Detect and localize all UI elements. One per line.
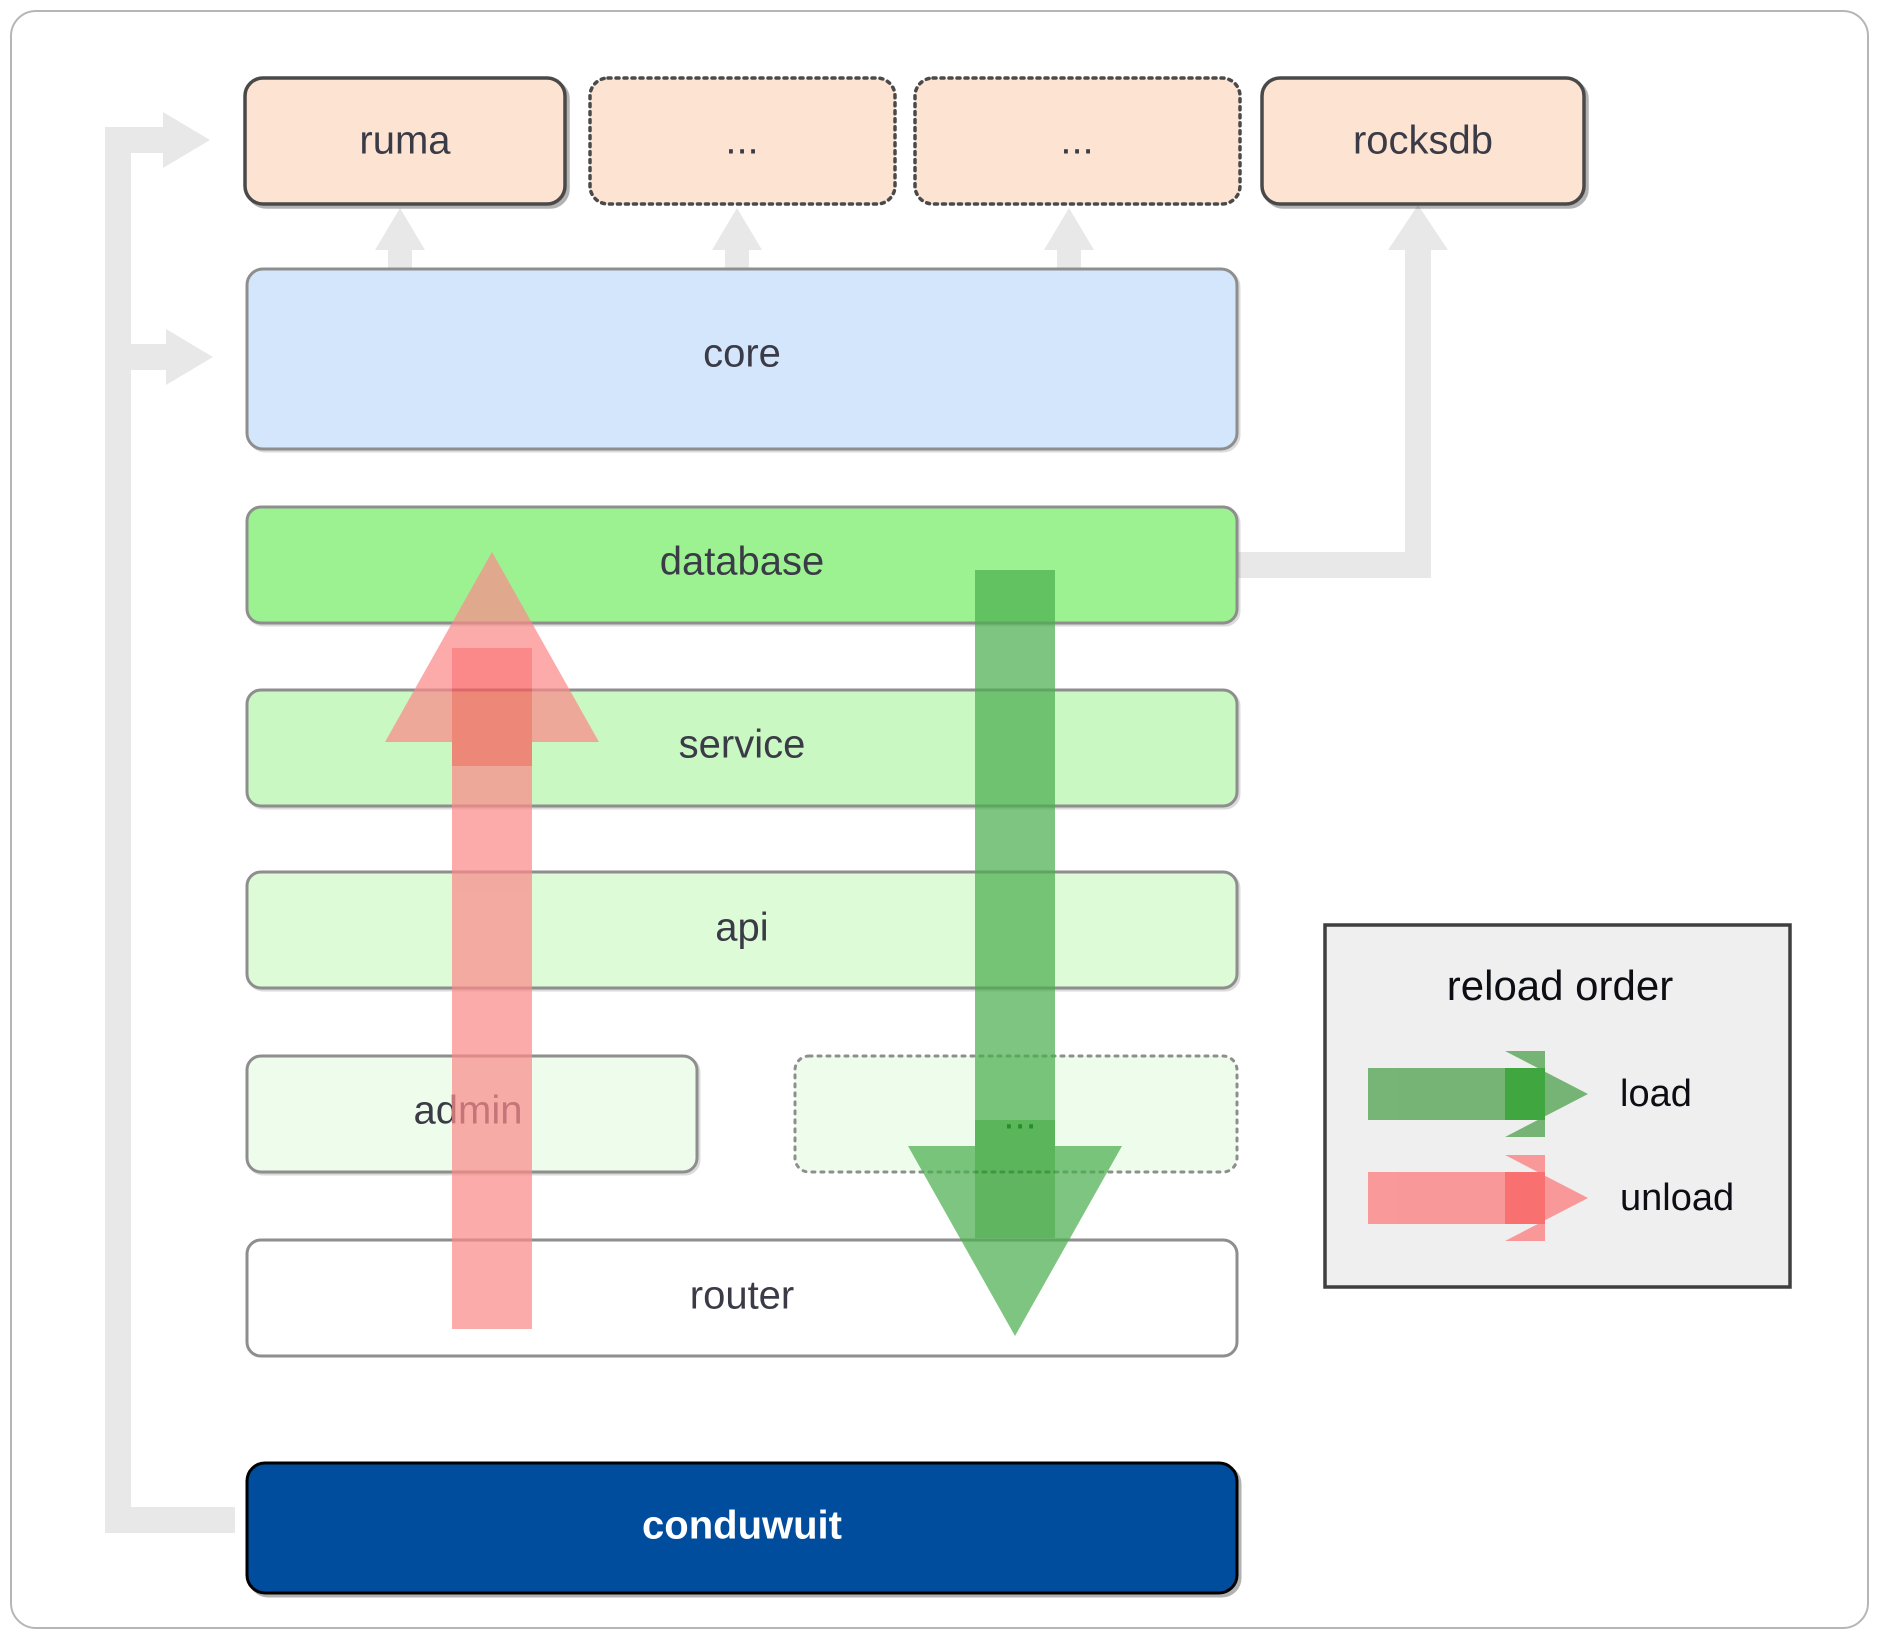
binary-label: conduwuit — [642, 1504, 842, 1548]
unload-flow-arrow — [385, 552, 599, 1329]
connector-arrowhead-core — [166, 329, 213, 385]
dependency-box-dep3-rect[interactable] — [913, 76, 1242, 206]
core-to-deps-arrows — [375, 208, 1094, 270]
legend-unload-arrow-notch — [1532, 1188, 1545, 1208]
layer-api[interactable]: api — [245, 870, 1239, 990]
dependency-label-ruma: ruma — [359, 119, 451, 163]
core-box-rect[interactable] — [245, 267, 1239, 451]
load-arrow-tip-notch — [1003, 1214, 1027, 1238]
legend-label-load: load — [1620, 1073, 1692, 1115]
legend-load-arrow-notch — [1532, 1084, 1545, 1104]
dependency-label-dep3: ... — [1060, 119, 1093, 163]
layer-api-label: api — [715, 906, 768, 950]
dependency-box-dep2[interactable]: ... — [588, 76, 897, 206]
dependency-box-dep2-rect[interactable] — [588, 76, 897, 206]
legend-load-arrow-head — [1505, 1051, 1588, 1137]
layer-service-label: service — [679, 723, 806, 767]
layer-service[interactable]: service — [245, 688, 1239, 808]
arrow-core-to-dep3 — [1044, 208, 1094, 270]
unload-arrow-notch — [480, 648, 504, 672]
core-box[interactable]: core — [245, 267, 1239, 451]
core-label: core — [703, 332, 781, 376]
dependency-box-rocksdb[interactable]: rocksdb — [1260, 76, 1586, 206]
legend-label-unload: unload — [1620, 1177, 1734, 1219]
legend-unload-arrow-head — [1505, 1155, 1588, 1241]
legend-panel: reload order load unloa — [1323, 923, 1792, 1289]
legend-item-load: load — [1368, 1051, 1692, 1137]
dependency-label-dep2: ... — [725, 119, 758, 163]
arrow-core-to-ruma — [375, 208, 425, 270]
dependency-box-ruma[interactable]: ruma — [243, 76, 567, 206]
load-flow-arrow — [908, 570, 1122, 1336]
layer-router-label: router — [690, 1274, 795, 1318]
legend-title: reload order — [1447, 962, 1673, 1009]
connector-group-right — [1230, 205, 1448, 578]
dependency-label-rocksdb: rocksdb — [1353, 119, 1493, 163]
binary-box-rect[interactable] — [245, 1461, 1239, 1595]
connector-group-left — [105, 112, 235, 1533]
connector-arrowhead-rocksdb — [1388, 205, 1448, 250]
layer-database[interactable]: database — [245, 505, 1239, 625]
binary-box-conduwuit[interactable]: conduwuit — [245, 1461, 1239, 1595]
connector-database-to-rocksdb — [1230, 250, 1431, 578]
connector-conduwuit-to-ruma — [105, 127, 235, 1533]
connector-arrowhead-ruma — [163, 112, 210, 168]
legend-item-unload: unload — [1368, 1155, 1734, 1241]
dependency-box-ruma-rect[interactable] — [243, 76, 567, 206]
dependency-box-dep3[interactable]: ... — [913, 76, 1242, 206]
layer-database-label: database — [660, 540, 825, 584]
layer-router[interactable]: router — [245, 1238, 1239, 1358]
arrow-core-to-dep2 — [712, 208, 762, 270]
dependency-box-rocksdb-rect[interactable] — [1260, 76, 1586, 206]
